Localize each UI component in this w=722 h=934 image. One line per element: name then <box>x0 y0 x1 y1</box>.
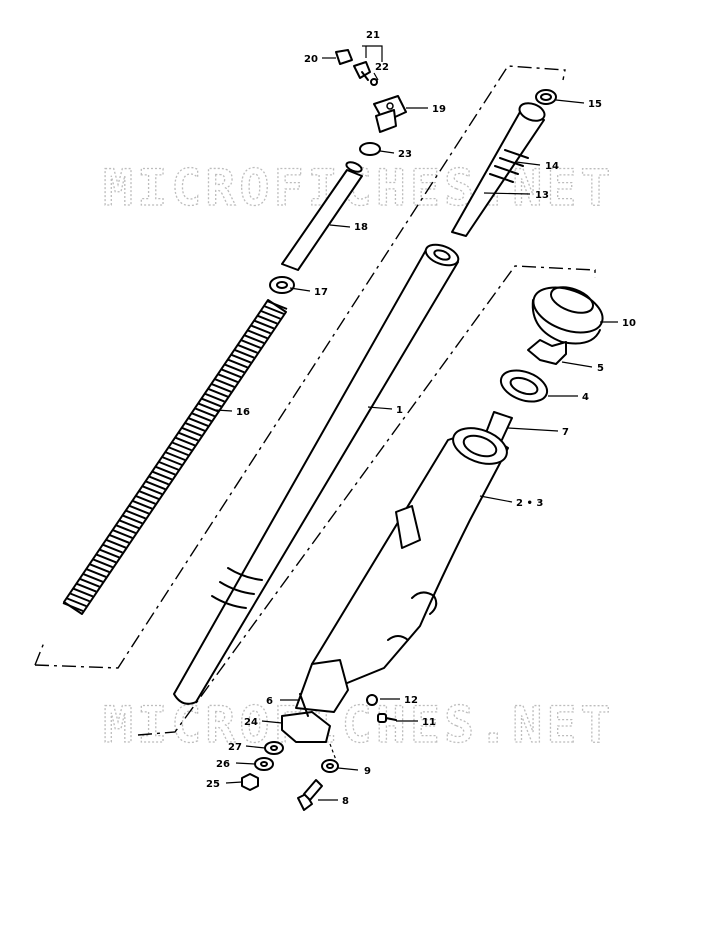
air-valve-cap <box>335 49 378 86</box>
washer-27 <box>264 741 284 755</box>
label-22: 22 <box>375 62 389 73</box>
washer-26 <box>254 757 274 771</box>
spacer-tube <box>281 161 363 271</box>
part-numbers: 21 22 20 19 23 15 14 13 18 17 16 1 10 5 … <box>206 30 636 807</box>
label-11: 11 <box>422 717 436 728</box>
label-13: 13 <box>535 190 549 201</box>
bolt-8 <box>297 779 323 811</box>
spring-washer <box>269 276 295 294</box>
label-20: 20 <box>304 54 318 65</box>
axle-clamp <box>281 711 331 743</box>
label-23: 23 <box>398 149 412 160</box>
bracket-spring <box>34 639 46 666</box>
washer-9 <box>321 759 339 773</box>
label-2-3: 2 • 3 <box>516 498 543 509</box>
label-8: 8 <box>342 796 349 807</box>
label-5: 5 <box>597 363 604 374</box>
label-16: 16 <box>236 407 250 418</box>
label-17: 17 <box>314 287 328 298</box>
label-27: 27 <box>228 742 242 753</box>
inner-tube <box>173 243 460 705</box>
label-7: 7 <box>562 427 569 438</box>
label-9: 9 <box>364 766 371 777</box>
watermark-bottom: MICROFICHES.NET <box>103 696 615 754</box>
dashed-leader <box>329 743 337 761</box>
dust-seal <box>531 286 604 345</box>
label-21: 21 <box>366 30 380 41</box>
clip <box>527 339 567 365</box>
stud <box>299 693 309 717</box>
o-ring <box>359 142 381 156</box>
label-6: 6 <box>266 696 273 707</box>
label-1: 1 <box>396 405 403 416</box>
label-14: 14 <box>545 161 559 172</box>
fork-spring <box>62 299 288 615</box>
bracket-inner-tube <box>34 65 566 669</box>
label-26: 26 <box>216 759 230 770</box>
label-19: 19 <box>432 104 446 115</box>
label-12: 12 <box>404 695 418 706</box>
label-4: 4 <box>582 392 589 403</box>
piston-ring <box>535 89 557 105</box>
screw-11 <box>377 713 397 723</box>
screw-12 <box>366 694 378 706</box>
damper-rod <box>451 102 546 237</box>
oil-seal <box>499 369 549 403</box>
cap-bolt <box>373 95 407 133</box>
label-25: 25 <box>206 779 220 790</box>
outer-tube <box>295 427 509 713</box>
nut-25 <box>241 773 259 791</box>
label-24: 24 <box>244 717 258 728</box>
label-15: 15 <box>588 99 602 110</box>
bracket-outer-tube <box>137 265 596 736</box>
label-18: 18 <box>354 222 368 233</box>
label-10: 10 <box>622 318 636 329</box>
leader-lines <box>215 45 618 801</box>
